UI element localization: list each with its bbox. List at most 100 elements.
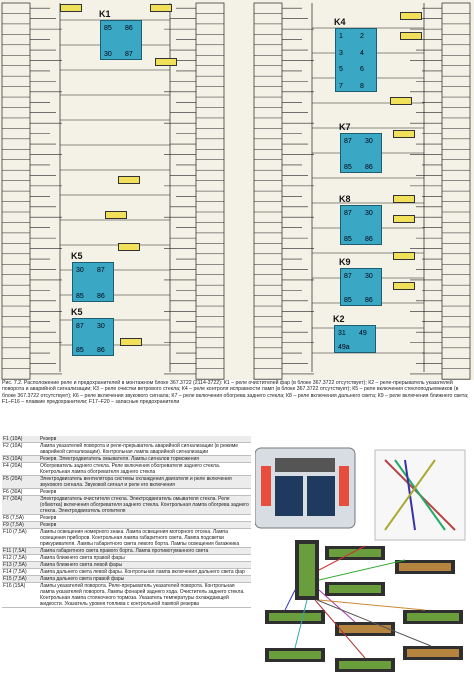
table-cell-fuse: F2 (10А) [3,443,23,449]
relay-pin: 2 [360,33,364,40]
relay-pin: 87 [97,267,105,274]
relay-name: K2 [333,314,345,324]
fuse-block-photo [254,440,471,688]
table-row: F10 (7,5А) Лампы освещения номерного знак… [2,529,251,548]
relay-pin: 86 [365,297,373,304]
table-cell-fuse: F12 (7,5А) [3,555,27,561]
relay-name: K4 [334,17,346,27]
table-cell-fuse: F16 (15А) [3,583,26,589]
table-cell-fuse: F6 (30А) [3,489,23,495]
fuse-f12 [393,282,415,290]
table-cell-description: Лампы освещения номерного знака. Лампа о… [40,529,240,547]
table-row: F15 (7,5А) Лампа дальнего света правой фа… [2,576,251,583]
relay-name: K9 [339,257,351,267]
table-row: F6 (30А) Резерв [2,489,251,496]
relay-pin: 87 [344,138,352,145]
table-cell-description: Лампа ближнего света левой фары [40,562,123,568]
relay-pin: 3 [339,49,343,57]
table-cell-description: Резерв [40,489,57,495]
wiring-lines [1,2,471,380]
relay-pin: 30 [76,267,84,274]
fuse-f14 [393,215,415,223]
table-row: F4 (20А) Обогреватель заднего стекла. Рел… [2,463,251,476]
fuse-f11 [400,32,422,40]
relay-pin: 30 [365,210,373,217]
fuse-block-illustration [254,447,466,672]
relay-pin: 85 [76,347,84,354]
relay-pin: 87 [125,51,133,58]
fuse-f9 [60,4,82,12]
table-row: F2 (10А)Лампа указателей поворота и реле… [2,443,251,456]
relay-pin: 85 [344,164,352,171]
table-row: F9 (7,5А) Резерв [2,522,251,529]
fuse-f2 [390,97,412,105]
relay-k2: K2 31 49 49a [333,314,376,353]
table-row: F7 (30А) Электродвигатель очистителя стек… [2,496,251,515]
table-cell-fuse: F1 (10А) [3,436,23,442]
relay-pin: 8 [360,83,364,90]
fuse-f7 [118,176,140,184]
relay-name: K8 [339,194,351,204]
relay-pin: 49 [359,330,367,337]
table-row: F8 (7,5А)Резерв [2,515,251,522]
table-cell-description: Лампа дальнего света левой фары. Контрол… [40,569,245,575]
table-cell-description: Электродвигатель очистителя стекла. Элек… [40,496,249,514]
table-cell-description: Электродвигатель вентилятора системы охл… [40,476,232,488]
relay-pin: 85 [76,293,84,300]
table-cell-description: Резерв. Электродвигатель омывателя. Ламп… [40,456,199,462]
relay-name: K5 [71,307,83,317]
relay-pin: 31 [338,330,346,337]
table-row: F5 (20А) Электродвигатель вентилятора сис… [2,476,251,489]
fuse-f15 [393,195,415,203]
table-row: F3 (10А) Резерв. Электродвигатель омывате… [2,456,251,463]
relay-name: K7 [339,122,351,132]
fuse-f3 [118,243,140,251]
table-cell-description: Лампа ближнего света правой фары [40,555,125,561]
table-cell-description: Лампа габаритного света правого борта. Л… [40,548,209,554]
table-cell-description: Обогреватель заднего стекла. Реле включе… [40,463,221,475]
relay-pin: 30 [365,273,373,280]
table-row: F14 (7,5А) Лампа дальнего света левой фар… [2,569,251,576]
table-cell-fuse: F5 (20А) [3,476,23,482]
relay-name: K1 [99,9,111,19]
table-cell-fuse: F7 (30А) [3,496,23,502]
relay-pin: 85 [104,25,112,32]
table-cell-fuse: F4 (20А) [3,463,23,469]
table-cell-description: Резерв [40,522,57,528]
relay-k5: K5 87 30 85 86 [71,307,114,356]
relay-pin: 30 [97,323,105,330]
table-cell-fuse: F15 (7,5А) [3,576,27,582]
table-cell-description: Резерв [40,436,57,442]
table-cell-fuse: F3 (10А) [3,456,23,462]
table-cell-fuse: F10 (7,5А) [3,529,27,535]
relay-k9: K9 87 30 85 86 [339,257,382,306]
table-row: F1 (10А) Резерв [2,436,251,443]
relay-pin: 5 [339,66,343,74]
relay-pin: 7 [339,83,343,90]
relay-pin: 49a [338,344,350,351]
table-cell-fuse: F9 (7,5А) [3,522,24,528]
relay-pin: 87 [76,323,84,330]
relay-pin: 87 [344,273,352,280]
relay-pin: 85 [344,297,352,304]
table-row: F16 (15А)Лампы указателей поворота. Реле… [2,583,251,608]
fuse-f10 [400,12,422,20]
table-cell-fuse: F14 (7,5А) [3,569,27,575]
table-cell-description: Лампа дальнего света правой фары [40,576,125,582]
relay-pin: 4 [360,49,364,57]
relay-pin: 86 [365,236,373,243]
fuse-f1 [155,58,177,66]
fuse-f13 [393,252,415,260]
fuse-f8 [150,4,172,12]
fuse-f4 [393,130,415,138]
relay-pin: 6 [360,66,364,74]
relay-pin: 86 [97,347,105,354]
table-row: F12 (7,5А) Лампа ближнего света правой фа… [2,555,251,562]
relay-pin: 30 [365,138,373,145]
